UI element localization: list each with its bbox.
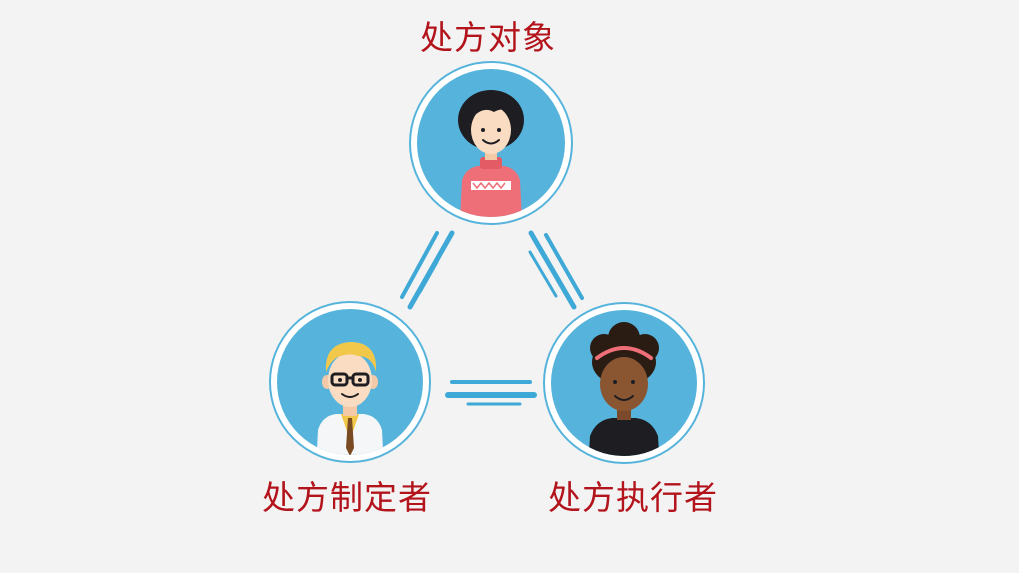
node-left [269, 301, 431, 463]
node-top [409, 61, 573, 225]
caregiver-woman-icon [588, 322, 660, 456]
connector-top-right [528, 230, 584, 310]
woman-patient-icon [458, 90, 524, 217]
doctor-icon [316, 342, 384, 455]
node-right [543, 302, 705, 464]
connector-top-left [400, 230, 455, 310]
label-prescription-target: 处方对象 [420, 18, 556, 57]
label-prescription-maker: 处方制定者 [262, 478, 432, 517]
connector-left-right [445, 380, 537, 406]
label-prescription-executor: 处方执行者 [548, 478, 718, 517]
